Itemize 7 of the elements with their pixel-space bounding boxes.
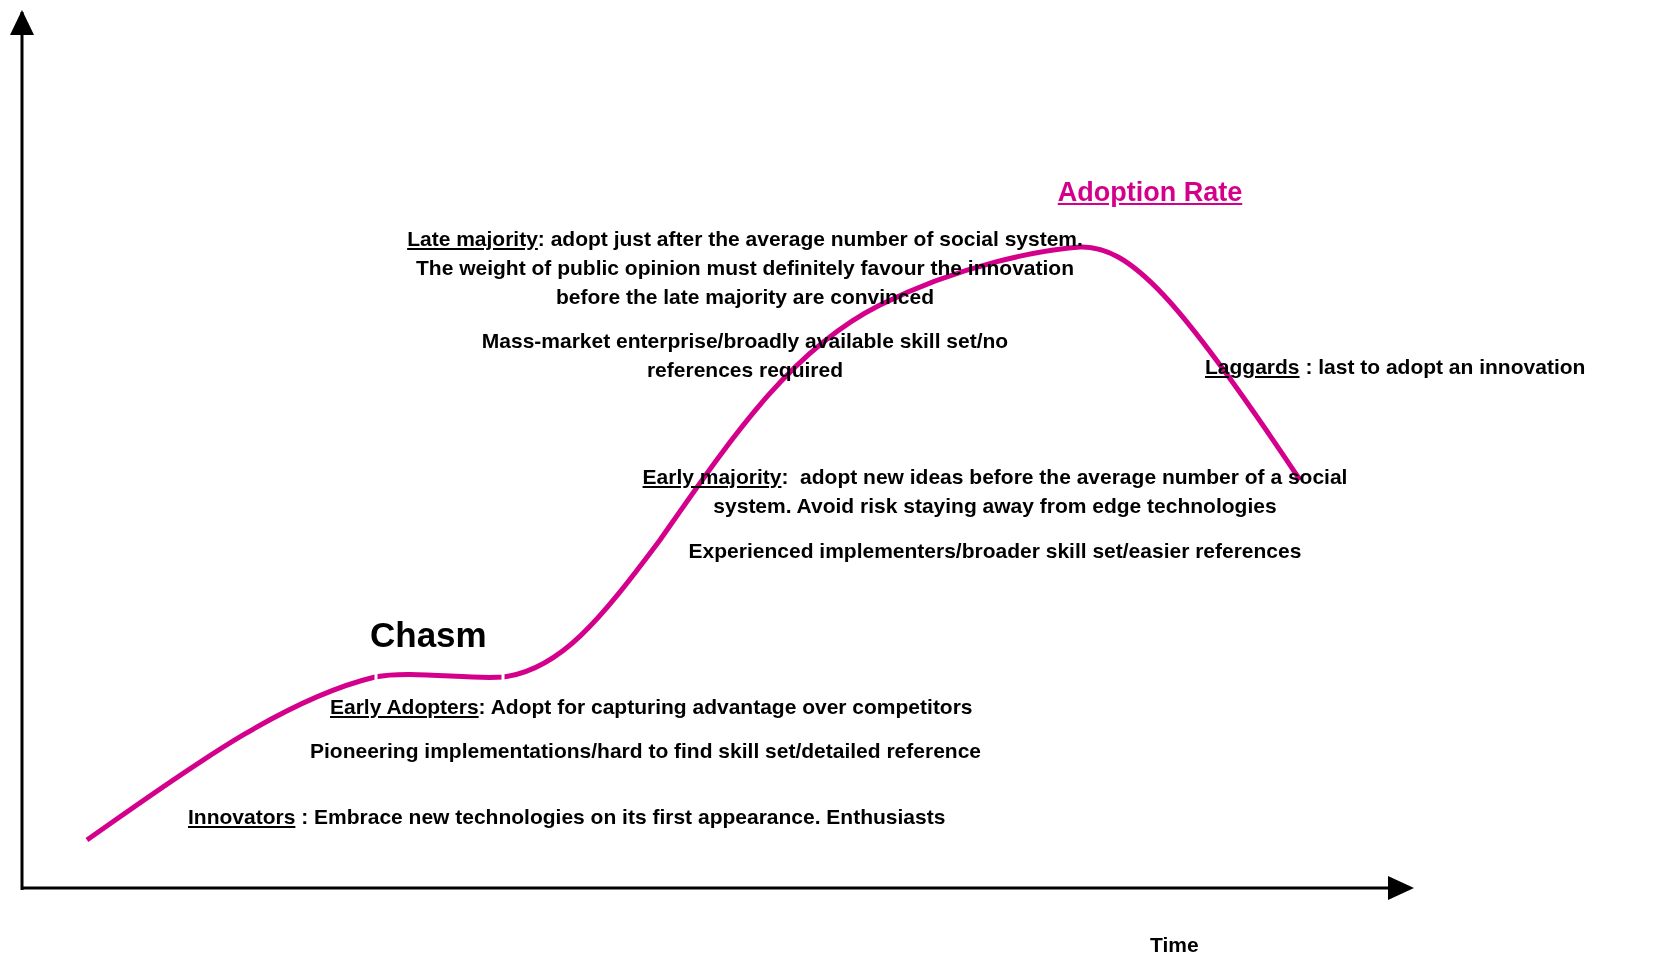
segment-description: Innovators : Embrace new technologies on its first appearance. Enthusiasts bbox=[188, 804, 947, 830]
segment-note: Pioneering implementations/hard to find skill set/detailed reference bbox=[310, 738, 982, 764]
chasm-label: Chasm bbox=[370, 620, 488, 649]
segment-note: Experienced implementers/broader skill set/easier references bbox=[687, 538, 1303, 564]
axis-label: Time bbox=[1150, 932, 1200, 953]
curve-title: Adoption Rate bbox=[1056, 178, 1244, 207]
segment-description: Early Adopters: Adopt for capturing advantage over competitors bbox=[330, 694, 974, 720]
